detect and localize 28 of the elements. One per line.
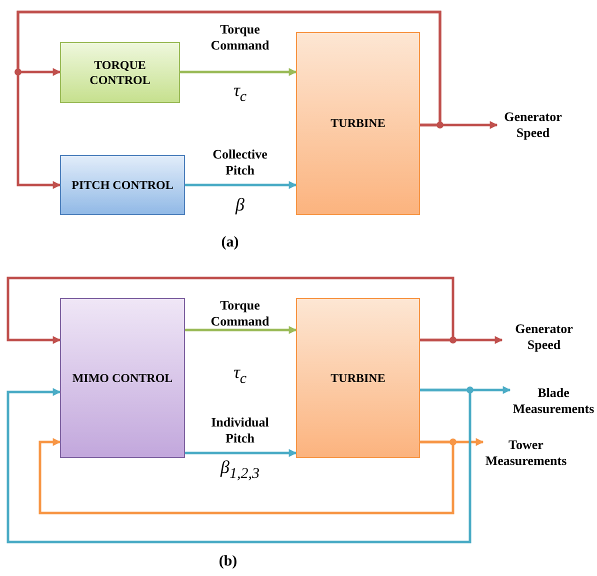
signal-label: Tower Measurements (484, 437, 568, 469)
signal-label: Blade Measurements (512, 385, 596, 417)
math-symbol: τ$_{c}$ (233, 80, 247, 106)
block-box (60, 42, 180, 103)
math-symbol: β$_{1,2,3}$ (220, 457, 260, 483)
connector-arrow (185, 449, 297, 457)
signal-label: Generator Speed (514, 321, 574, 353)
connector-arrow (6, 276, 454, 344)
block-label: MIMO CONTROL (71, 370, 174, 386)
connector-arrow (180, 68, 297, 76)
signal-label: Generator Speed (503, 109, 563, 141)
math-symbol: β (236, 194, 244, 216)
panel-label: (a) (221, 234, 239, 252)
block-label: TURBINE (330, 116, 386, 131)
panel-label: (b) (218, 554, 238, 570)
block-box (60, 298, 185, 458)
connector-arrow (185, 181, 297, 189)
block-label: PITCH CONTROL (70, 178, 174, 192)
connector-arrow (185, 326, 297, 334)
block-box (296, 32, 420, 215)
block-box (60, 155, 185, 215)
block-box (296, 298, 420, 458)
math-symbol: τ$_{c}$ (233, 362, 247, 388)
connector-arrow (16, 10, 442, 189)
block-label: TORQUE CONTROL (88, 58, 152, 88)
connector-arrow (38, 438, 454, 514)
connector-arrow (6, 388, 472, 544)
block-label: TURBINE (330, 370, 386, 386)
